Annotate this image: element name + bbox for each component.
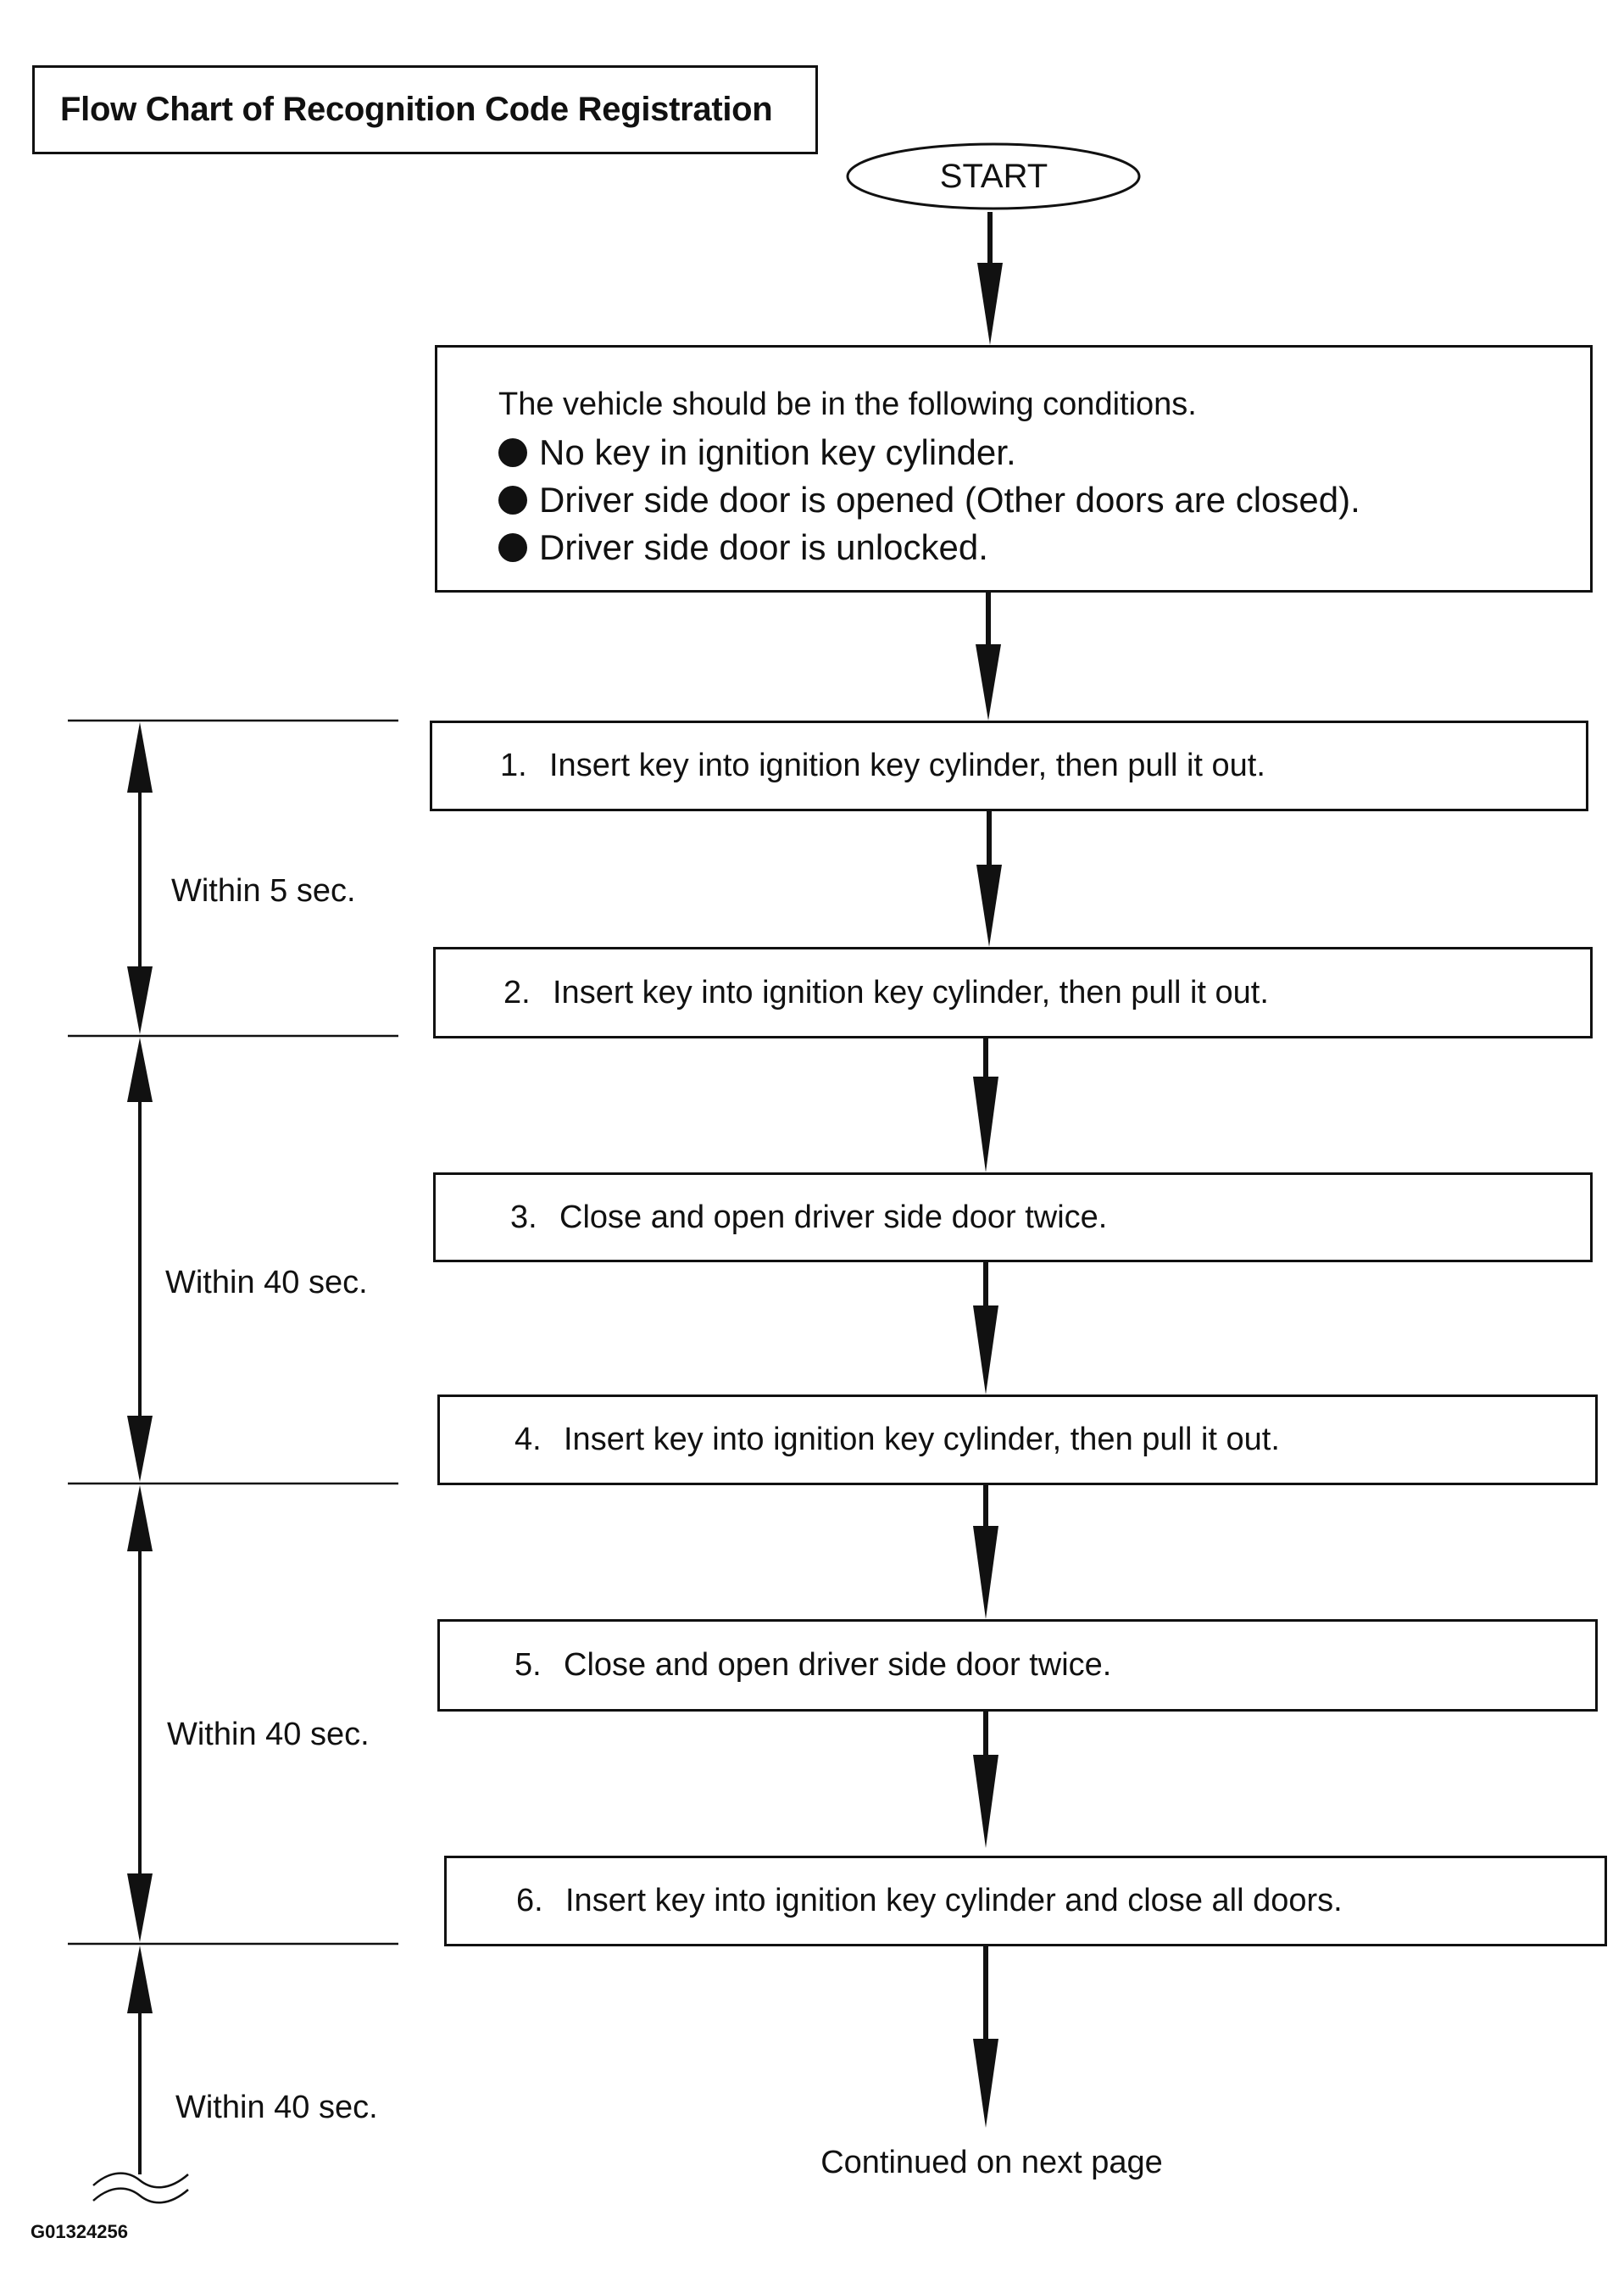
interval-arrows <box>127 722 153 2174</box>
step-text: Insert key into ignition key cylinder, t… <box>564 1422 1280 1457</box>
flow-arrow <box>973 1485 998 1619</box>
step-box-6: 6. Insert key into ignition key cylinder… <box>444 1856 1607 1946</box>
flow-arrow <box>973 1712 998 1848</box>
interval-arrow <box>127 722 153 1034</box>
interval-arrow <box>127 1038 153 1482</box>
condition-item: Driver side door is unlocked. <box>498 524 1590 571</box>
interval-arrow <box>127 1485 153 1942</box>
flow-arrow <box>976 593 1001 721</box>
step-number: 4. <box>514 1422 542 1457</box>
break-mark-icon <box>92 2172 189 2204</box>
step-number: 3. <box>510 1199 537 1235</box>
flow-arrow <box>973 1262 998 1395</box>
flow-arrow <box>977 212 1003 345</box>
condition-text: Driver side door is unlocked. <box>539 527 988 567</box>
flow-arrow <box>973 1946 998 2128</box>
step-box-2: 2. Insert key into ignition key cylinder… <box>433 947 1593 1038</box>
condition-text: No key in ignition key cylinder. <box>539 432 1016 472</box>
interval-label-4: Within 40 sec. <box>175 2090 378 2125</box>
start-terminal-shape <box>846 142 1141 210</box>
condition-item: Driver side door is opened (Other doors … <box>498 476 1590 524</box>
interval-label-2: Within 40 sec. <box>165 1265 368 1300</box>
step-number: 5. <box>514 1647 542 1683</box>
conditions-intro: The vehicle should be in the following c… <box>498 387 1197 422</box>
step-text: Insert key into ignition key cylinder an… <box>565 1883 1343 1918</box>
step-box-4: 4. Insert key into ignition key cylinder… <box>437 1395 1598 1485</box>
conditions-box: The vehicle should be in the following c… <box>435 345 1593 593</box>
start-terminal-label: START <box>939 157 1048 195</box>
flow-arrow <box>973 1038 998 1172</box>
step-text: Close and open driver side door twice. <box>564 1647 1112 1683</box>
bullet-icon <box>498 533 527 562</box>
bullet-icon <box>498 438 527 467</box>
step-number: 1. <box>500 748 527 783</box>
condition-text: Driver side door is opened (Other doors … <box>539 480 1360 520</box>
flow-arrows <box>973 212 1003 2128</box>
step-number: 6. <box>516 1883 543 1918</box>
step-box-5: 5. Close and open driver side door twice… <box>437 1619 1598 1712</box>
step-text: Close and open driver side door twice. <box>559 1199 1108 1235</box>
step-text: Insert key into ignition key cylinder, t… <box>549 748 1265 783</box>
step-number: 2. <box>503 974 531 1010</box>
continued-note: Continued on next page <box>820 2145 1163 2180</box>
timing-rails <box>68 719 398 1946</box>
step-box-1: 1. Insert key into ignition key cylinder… <box>430 721 1588 811</box>
condition-item: No key in ignition key cylinder. <box>498 429 1590 476</box>
interval-arrow <box>127 1946 153 2174</box>
bullet-icon <box>498 486 527 515</box>
chart-title: Flow Chart of Recognition Code Registrat… <box>32 65 818 154</box>
step-text: Insert key into ignition key cylinder, t… <box>553 974 1269 1010</box>
interval-label-3: Within 40 sec. <box>167 1717 370 1752</box>
interval-label-1: Within 5 sec. <box>171 873 356 909</box>
flow-arrow <box>976 811 1002 947</box>
figure-id: G01324256 <box>31 2221 128 2242</box>
step-box-3: 3. Close and open driver side door twice… <box>433 1172 1593 1262</box>
